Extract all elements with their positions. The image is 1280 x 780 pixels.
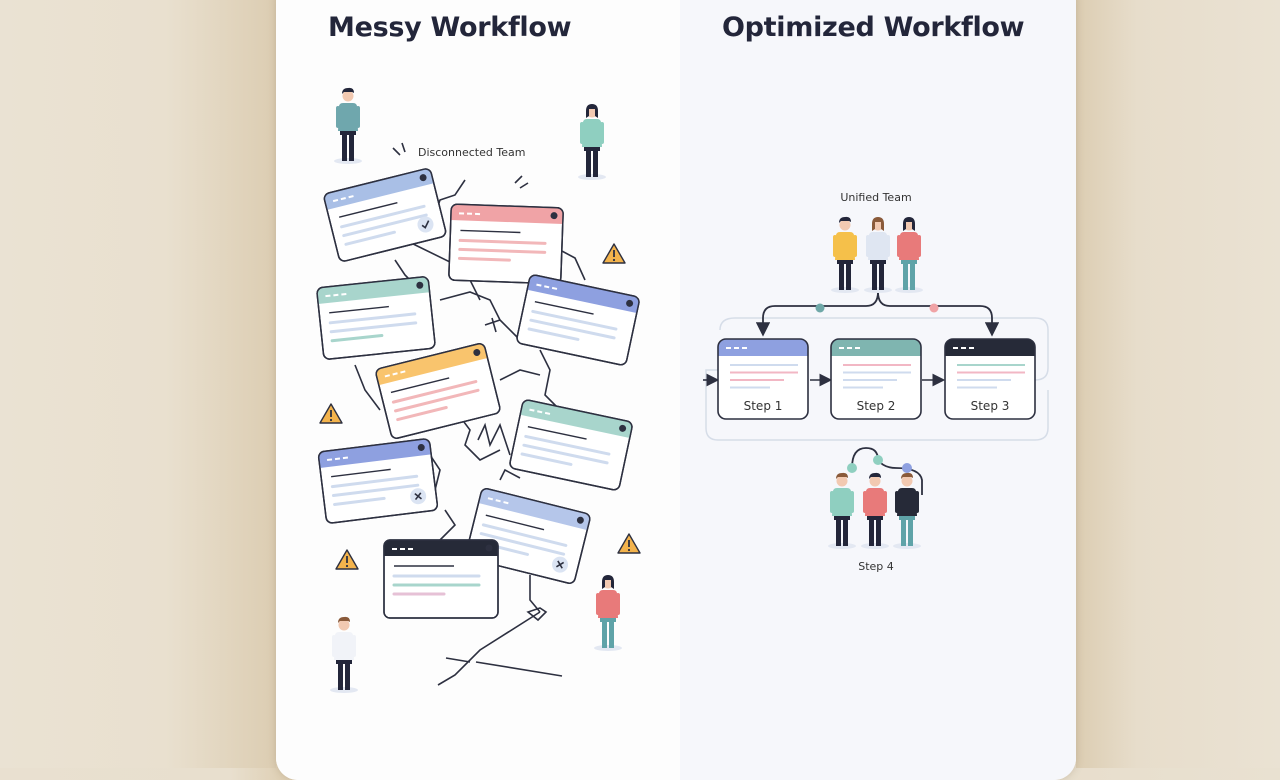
step-cards: Step 1 Step 2 Step 3 bbox=[718, 339, 1035, 419]
unified-team-label: Unified Team bbox=[840, 191, 911, 204]
step-label: Step 2 bbox=[857, 399, 896, 413]
person-figure bbox=[578, 104, 606, 180]
window-card bbox=[449, 204, 564, 284]
window-card bbox=[375, 343, 501, 440]
warning-icon bbox=[618, 534, 640, 553]
window-card bbox=[516, 274, 640, 366]
window-card bbox=[323, 168, 447, 263]
team-connectors bbox=[763, 292, 992, 333]
person-figure bbox=[828, 473, 856, 549]
step-label: Step 3 bbox=[971, 399, 1010, 413]
step4-dot bbox=[873, 455, 883, 465]
step-card-3: Step 3 bbox=[945, 339, 1035, 419]
person-figure bbox=[864, 217, 892, 293]
step-header bbox=[831, 339, 921, 356]
step4-dots bbox=[847, 455, 912, 473]
connector-dot-teal bbox=[816, 304, 825, 313]
window-card bbox=[384, 540, 498, 618]
person-figure bbox=[330, 617, 358, 693]
window-dot-icon bbox=[486, 545, 493, 552]
messy-window-cards bbox=[317, 168, 641, 618]
step-card-1: Step 1 bbox=[718, 339, 808, 419]
step4-dot bbox=[847, 463, 857, 473]
unified-team-people bbox=[831, 217, 923, 293]
warning-icon bbox=[336, 550, 358, 569]
person-figure bbox=[861, 473, 889, 549]
step-label: Step 1 bbox=[744, 399, 783, 413]
step4-dot bbox=[902, 463, 912, 473]
person-figure bbox=[831, 217, 859, 293]
step4-connector bbox=[852, 448, 922, 495]
step4-label: Step 4 bbox=[858, 560, 894, 573]
person-figure bbox=[594, 575, 622, 651]
person-figure bbox=[334, 88, 362, 164]
connector-dot-pink bbox=[930, 304, 939, 313]
disconnected-team-label: Disconnected Team bbox=[418, 146, 525, 159]
person-figure bbox=[895, 217, 923, 293]
window-card bbox=[317, 276, 436, 359]
step-header bbox=[718, 339, 808, 356]
warning-icon bbox=[320, 404, 342, 423]
person-figure bbox=[893, 473, 921, 549]
window-card bbox=[318, 438, 438, 523]
step-header bbox=[945, 339, 1035, 356]
step-card-2: Step 2 bbox=[831, 339, 921, 419]
step4-people bbox=[828, 473, 921, 549]
window-card bbox=[509, 399, 633, 491]
warning-icon bbox=[603, 244, 625, 263]
